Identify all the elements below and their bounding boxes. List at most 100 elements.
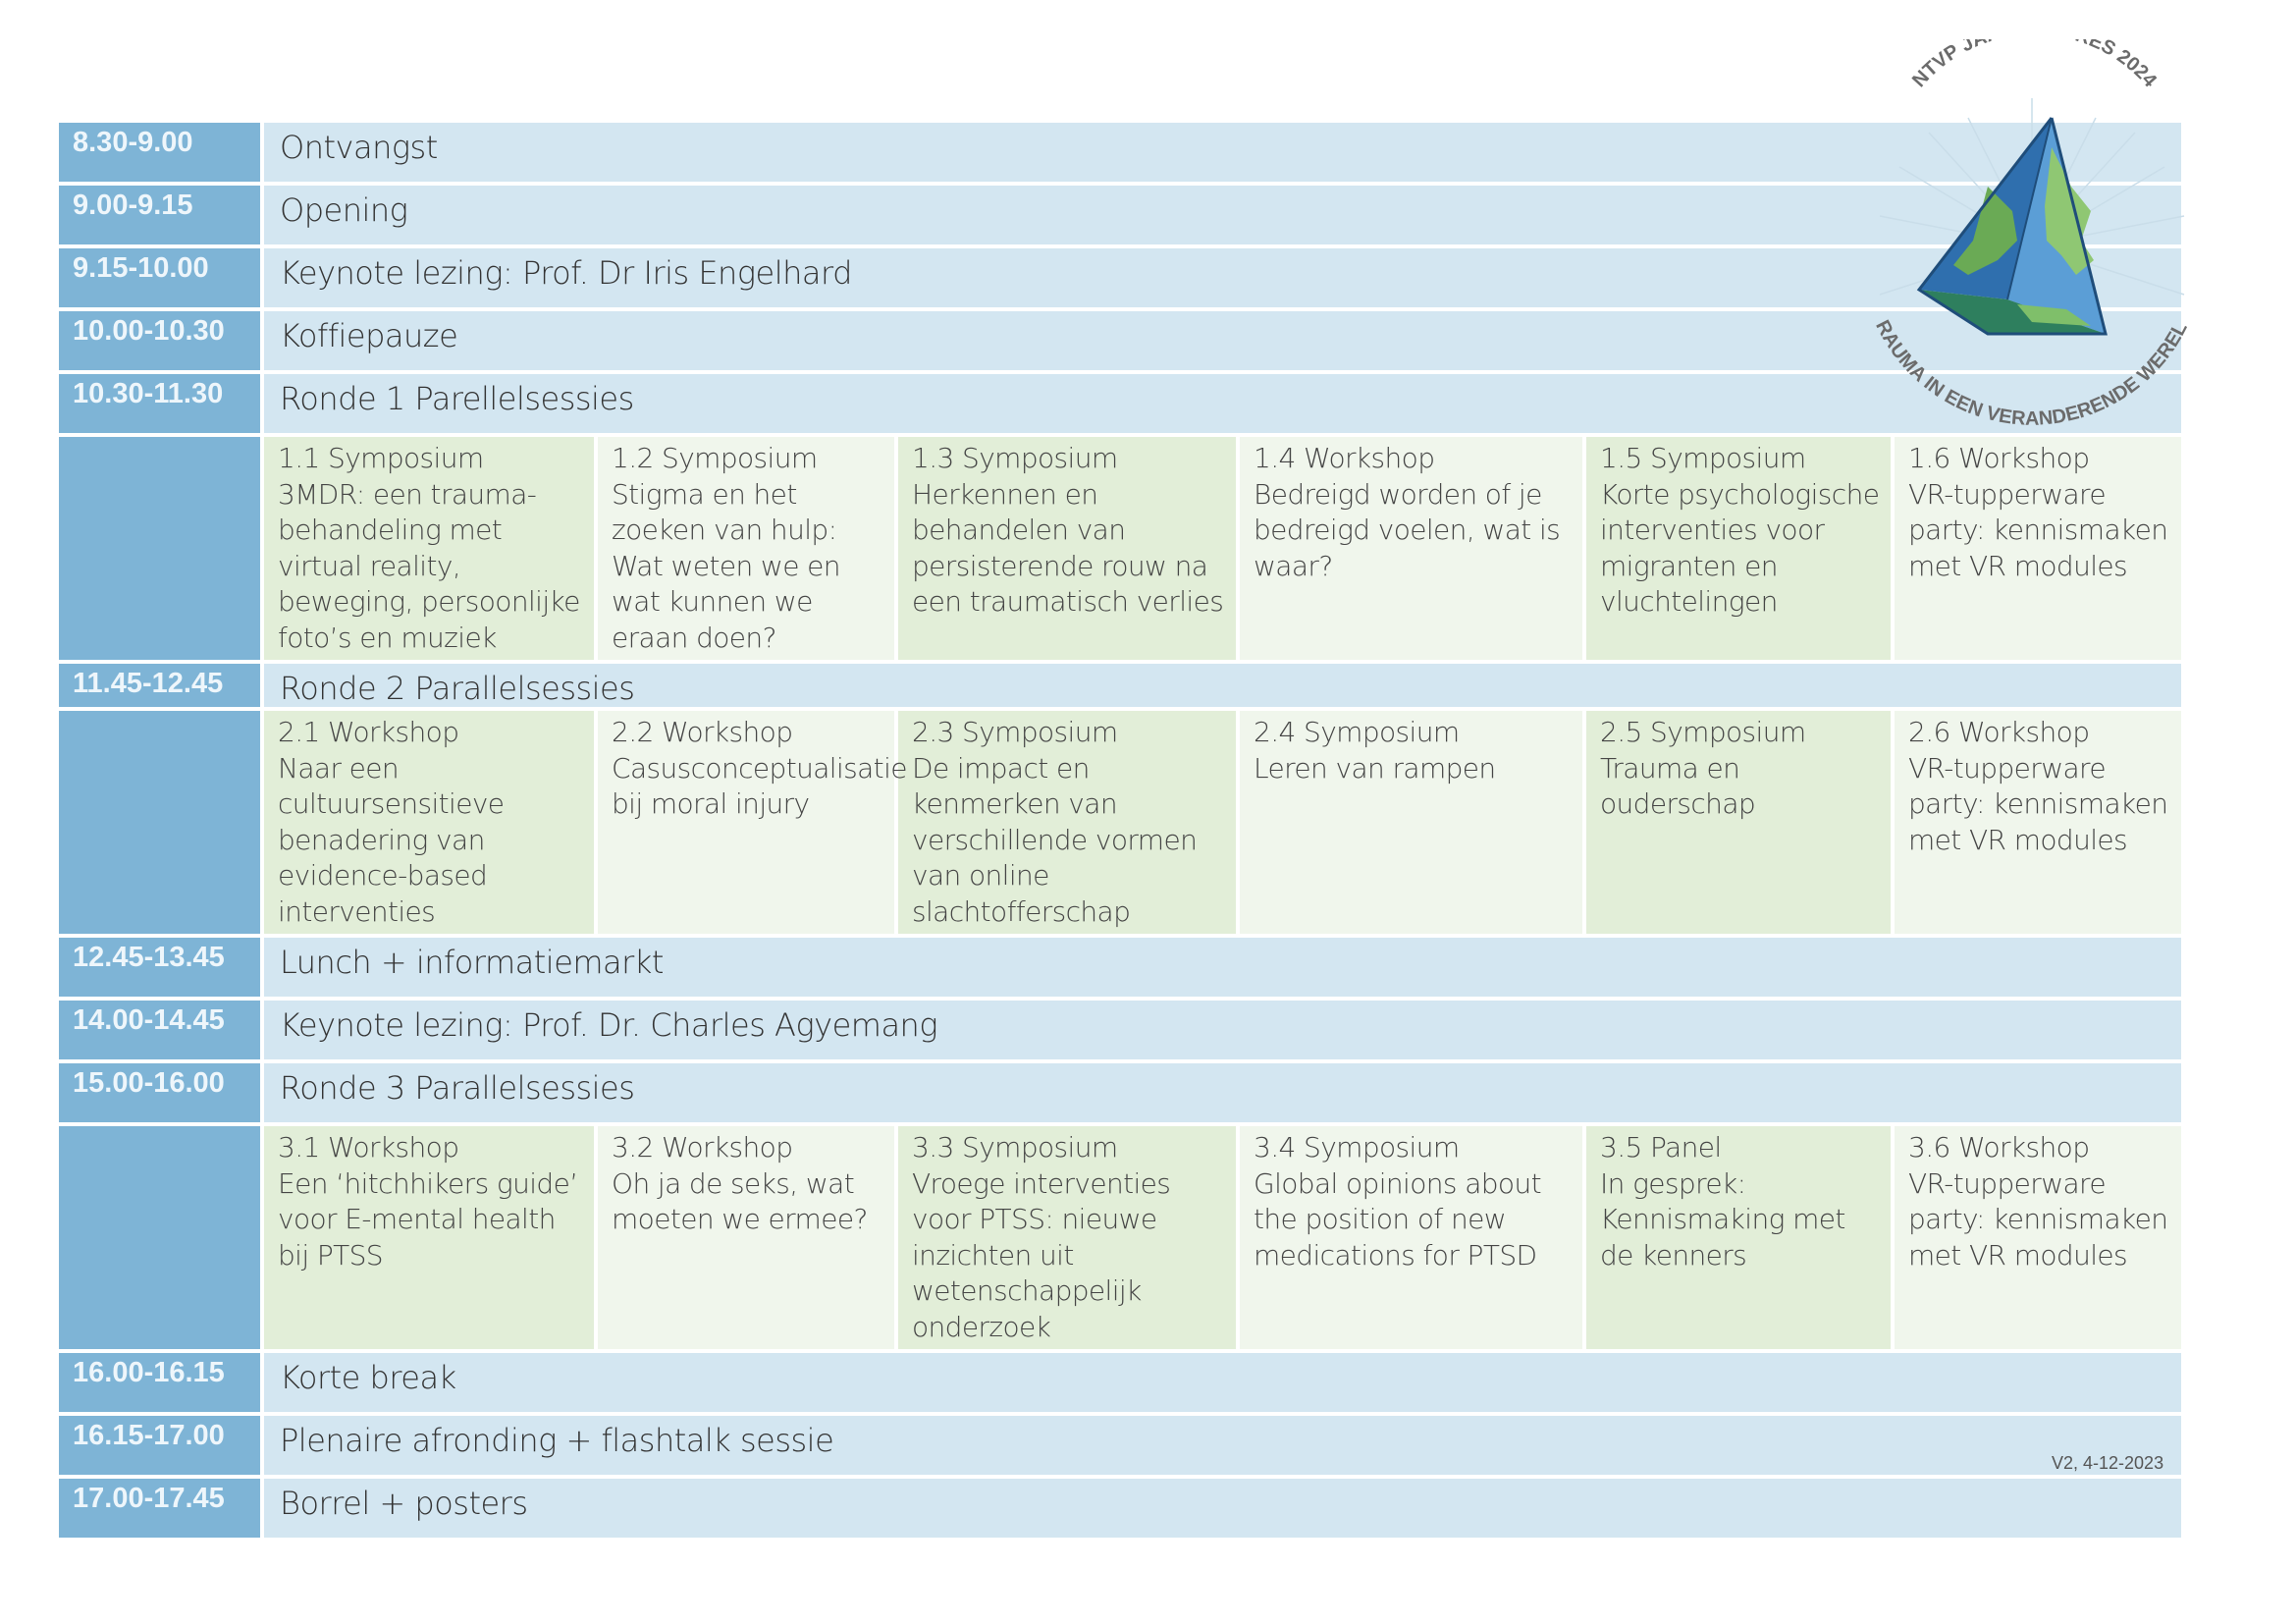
session-title: Vroege interventies voor PTSS: nieuwe in… — [912, 1166, 1171, 1343]
program-item-title: Borrel + posters — [264, 1479, 2182, 1542]
session-code: 2.4 Symposium — [1254, 716, 1460, 748]
time-cell-empty — [59, 1126, 264, 1353]
time-cell-empty — [59, 437, 264, 664]
session-title: Bedreigd worden of je bedreigd voelen, w… — [1254, 477, 1561, 582]
session-code: 3.5 Panel — [1600, 1131, 1722, 1164]
congress-logo: NTVP JAARCONGRES 2024 TRAUMA IN EEN VERA… — [1870, 39, 2192, 430]
program-item-title: Opening — [264, 186, 2182, 248]
time-slot: 9.15-10.00 — [59, 248, 264, 311]
session-title: Casusconceptualisatie bij moral injury — [612, 751, 907, 821]
session-title: In gesprek: Kennismaking met de kenners — [1600, 1166, 1845, 1272]
session-code: 1.2 Symposium — [612, 442, 818, 474]
session-code: 1.1 Symposium — [278, 442, 484, 474]
program-item-title: Korte break — [264, 1353, 2182, 1416]
program-item-title: Plenaire afronding + flashtalk sessie — [264, 1416, 2182, 1479]
time-slot: 17.00-17.45 — [59, 1479, 264, 1542]
continent-shape — [1953, 187, 2017, 275]
program-item-title: Koffiepauze — [264, 311, 2182, 374]
session-title: Stigma en het zoeken van hulp: Wat weten… — [612, 477, 841, 654]
session-title: Herkennen en behandelen van persisterend… — [912, 477, 1224, 619]
version-label: V2, 4-12-2023 — [2052, 1453, 2164, 1473]
session-title: Oh ja de seks, wat moeten we ermee? — [612, 1166, 868, 1236]
program-item-title: Ronde 2 Parallelsessies — [264, 664, 2182, 711]
session-title: Naar een cultuursensitieve benadering va… — [278, 751, 505, 928]
session-title: VR-tupperware party: kennismaken met VR … — [1908, 751, 2168, 856]
time-slot: 8.30-9.00 — [59, 123, 264, 186]
session-code: 3.4 Symposium — [1254, 1131, 1460, 1164]
time-cell-empty — [59, 711, 264, 938]
session-title: 3MDR: een trauma-behandeling met virtual… — [278, 477, 580, 654]
time-slot: 11.45-12.45 — [59, 664, 264, 711]
program-item-title: Ronde 1 Parellelsessies — [264, 374, 2182, 437]
session-code: 2.6 Workshop — [1908, 716, 2090, 748]
time-slot: 16.00-16.15 — [59, 1353, 264, 1416]
program-item-title: Keynote lezing: Prof. Dr Iris Engelhard — [264, 248, 2182, 311]
logo-top-text: NTVP JAARCONGRES 2024 — [1908, 39, 2162, 92]
session-title: De impact en kenmerken van verschillende… — [912, 751, 1198, 928]
session-code: 3.1 Workshop — [278, 1131, 459, 1164]
session-code: 1.5 Symposium — [1600, 442, 1806, 474]
time-slot: 9.00-9.15 — [59, 186, 264, 248]
session-code: 2.3 Symposium — [912, 716, 1118, 748]
program-item-title: Ronde 3 Parallelsessies — [264, 1063, 2182, 1126]
session-title: Korte psychologische interventies voor m… — [1600, 477, 1880, 619]
time-slot: 12.45-13.45 — [59, 938, 264, 1001]
session-code: 3.6 Workshop — [1908, 1131, 2090, 1164]
time-slot: 16.15-17.00 — [59, 1416, 264, 1479]
session-code: 1.6 Workshop — [1908, 442, 2090, 474]
time-slot: 14.00-14.45 — [59, 1001, 264, 1063]
session-title: Leren van rampen — [1254, 751, 1496, 785]
session-code: 2.5 Symposium — [1600, 716, 1806, 748]
continent-shape — [2017, 304, 2091, 326]
session-title: Global opinions about the position of ne… — [1254, 1166, 1542, 1272]
session-title: Een ‘hitchhikers guide’ voor E-mental he… — [278, 1166, 578, 1272]
time-slot: 15.00-16.00 — [59, 1063, 264, 1126]
session-title: Trauma en ouderschap — [1600, 751, 1756, 821]
program-item-title: Keynote lezing: Prof. Dr. Charles Agyema… — [264, 1001, 2182, 1063]
session-code: 3.2 Workshop — [612, 1131, 793, 1164]
time-slot: 10.00-10.30 — [59, 311, 264, 374]
program-item-title: Lunch + informatiemarkt — [264, 938, 2182, 1001]
program-item-title: Ontvangst — [264, 123, 2182, 186]
session-title: VR-tupperware party: kennismaken met VR … — [1908, 1166, 2168, 1272]
session-code: 1.4 Workshop — [1254, 442, 1435, 474]
session-code: 2.1 Workshop — [278, 716, 459, 748]
session-code: 1.3 Symposium — [912, 442, 1118, 474]
session-title: VR-tupperware party: kennismaken met VR … — [1908, 477, 2168, 582]
session-code: 3.3 Symposium — [912, 1131, 1118, 1164]
time-slot: 10.30-11.30 — [59, 374, 264, 437]
